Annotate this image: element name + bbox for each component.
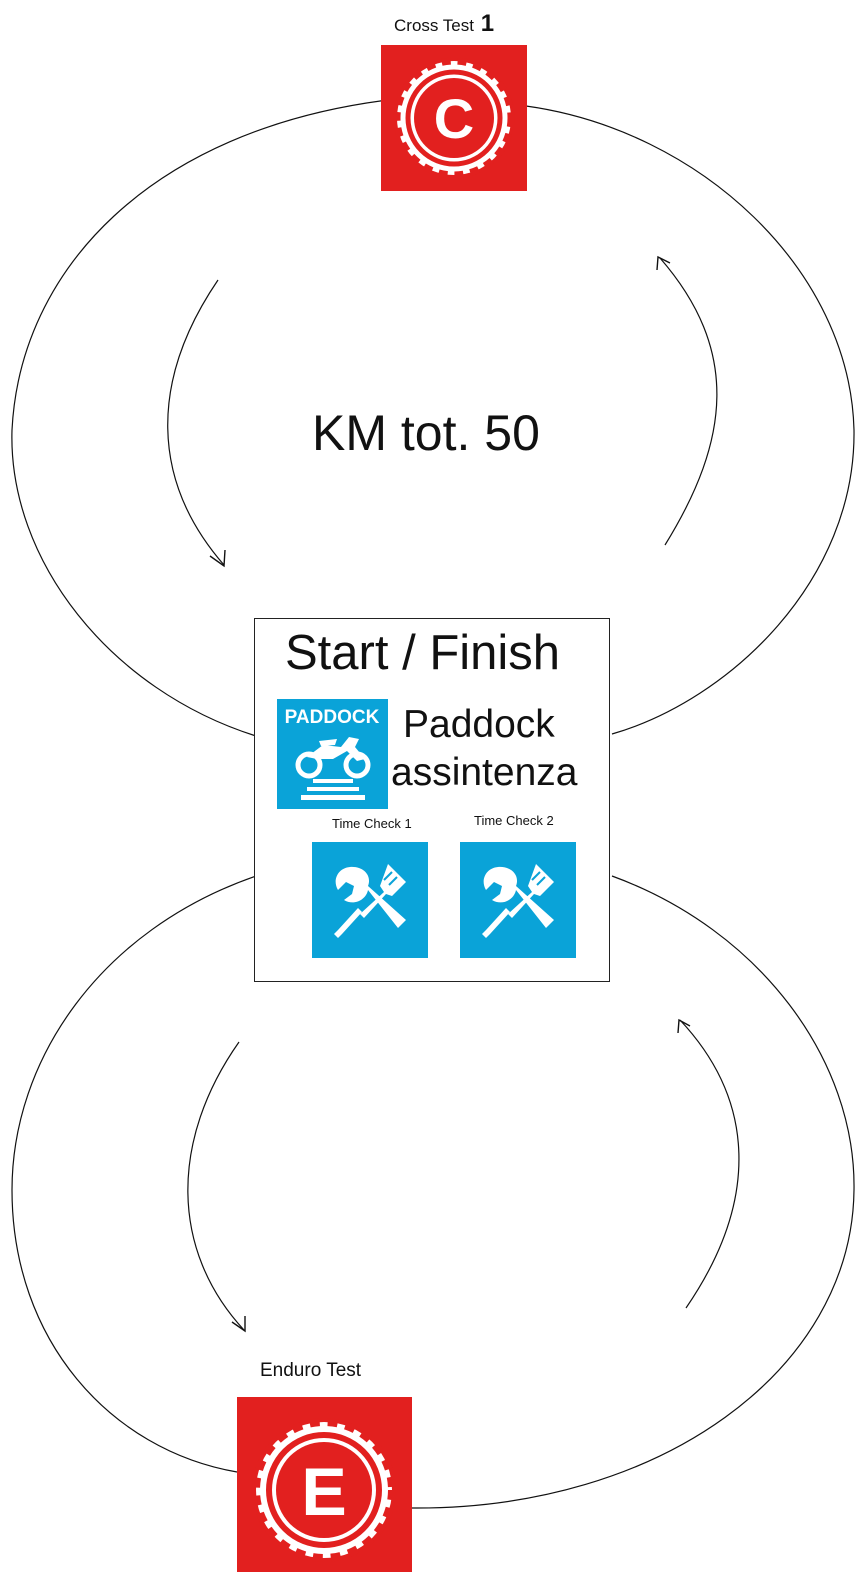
paddock-icon-box: PADDOCK [277,699,388,809]
enduro-test-label: Enduro Test [260,1360,362,1381]
gear-c-icon: C [393,57,515,179]
svg-text:C: C [434,87,474,150]
arrowhead-upper-right [656,255,671,271]
svg-text:E: E [301,1454,346,1530]
arrow-upper-right [659,257,718,546]
upper-loop-path-right [525,105,855,735]
arrow-upper-left [167,279,225,566]
time-check-1-icon-box [312,842,428,958]
lower-loop-path-right [411,875,855,1509]
start-finish-box: Start / Finish PADDOCK Paddock assintenz… [254,618,610,982]
km-total-label: KM tot. 50 [312,405,540,461]
arrow-lower-right [679,1019,740,1309]
time-check-1-label: Time Check 1 [332,816,412,831]
time-check-2-label: Time Check 2 [474,813,554,828]
arrow-lower-left [187,1041,245,1331]
lower-loop-path [11,875,257,1473]
arrowhead-upper-left [209,549,226,568]
upper-loop-path [11,99,389,737]
arrowhead-lower-left [231,1316,246,1333]
wrench-screwdriver-icon [482,864,554,938]
time-check-2-icon-box [460,842,576,958]
arrowhead-lower-right [677,1018,691,1034]
enduro-test-icon-box: E [237,1397,412,1572]
cross-test-number: 1 [480,10,495,37]
wrench-screwdriver-icon [334,864,406,938]
svg-text:PADDOCK: PADDOCK [285,707,380,728]
cross-test-label: Cross Test 1 [394,10,494,38]
cross-test-icon-box: C [381,45,527,191]
cross-test-text: Cross Test [394,16,474,35]
paddock-line-2: assintenza [391,751,578,794]
motorbike-icon: PADDOCK [285,707,380,800]
gear-e-icon: E [252,1418,396,1562]
paddock-line-1: Paddock [403,703,555,746]
start-finish-title: Start / Finish [285,626,561,680]
